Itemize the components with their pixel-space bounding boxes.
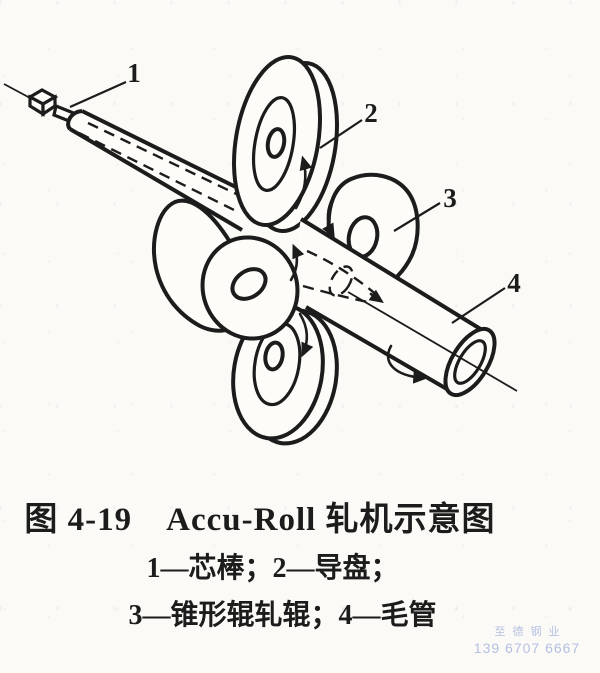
figure-legend-line2: 3—锥形辊轧辊；4—毛管: [128, 600, 437, 631]
upper-disc-hub-hole: [265, 127, 287, 159]
left-cone-rotation-arrow: [289, 243, 305, 282]
billet-bar-body: [68, 111, 254, 230]
watermark: 至德钢业 139 6707 6667: [472, 626, 582, 657]
tube-rotation-arrow: [386, 344, 428, 384]
callout-leader-lines: [69, 80, 506, 324]
mandrel-plug-dashed: [302, 249, 384, 305]
mill-axis-line-exit: [347, 291, 518, 392]
callout-number-1: 1: [127, 58, 141, 88]
tube-end-bore: [453, 339, 487, 385]
lower-disc-rotation-arrow: [298, 312, 314, 358]
lower-disc-hub-hole: [263, 340, 285, 372]
plug-base-dashed-circle: [328, 265, 354, 297]
upper-disc-rotation-arrow: [294, 155, 313, 210]
upper-disc-face: [232, 54, 322, 228]
billet-bar-outline: [66, 109, 255, 232]
leader-line-1: [69, 80, 127, 109]
right-cone-rotation-arrow: [322, 200, 335, 239]
accu-roll-mill-diagram: 1 2 3 4: [3, 54, 521, 446]
leader-line-4: [451, 287, 506, 324]
callout-number-4: 4: [507, 268, 521, 298]
plug-advance-arrow: [368, 289, 384, 304]
tube-end-outer-rim: [443, 326, 497, 398]
upper-disc-inner-ring: [251, 95, 297, 193]
leader-line-3: [393, 202, 441, 232]
figure-legend-line1: 1—芯棒；2—导盘；: [146, 553, 399, 584]
callout-number-3: 3: [443, 183, 457, 213]
callout-number-2: 2: [364, 98, 378, 128]
tube-body: [297, 219, 492, 394]
watermark-company: 至德钢业: [494, 626, 567, 638]
watermark-phone: 139 6707 6667: [473, 639, 581, 656]
mandrel-assembly: [26, 88, 255, 232]
leader-line-2: [319, 119, 363, 149]
mill-axis-line-entry: [3, 83, 33, 100]
figure-caption: 图 4-19 Accu-Roll 轧机示意图: [24, 502, 496, 538]
plug-lower-dashed-edge: [302, 284, 374, 305]
mandrel-hidden-dashed-lines: [78, 121, 252, 215]
upper-guide-disc: [232, 54, 339, 234]
left-cone-hub-hole: [230, 267, 268, 301]
